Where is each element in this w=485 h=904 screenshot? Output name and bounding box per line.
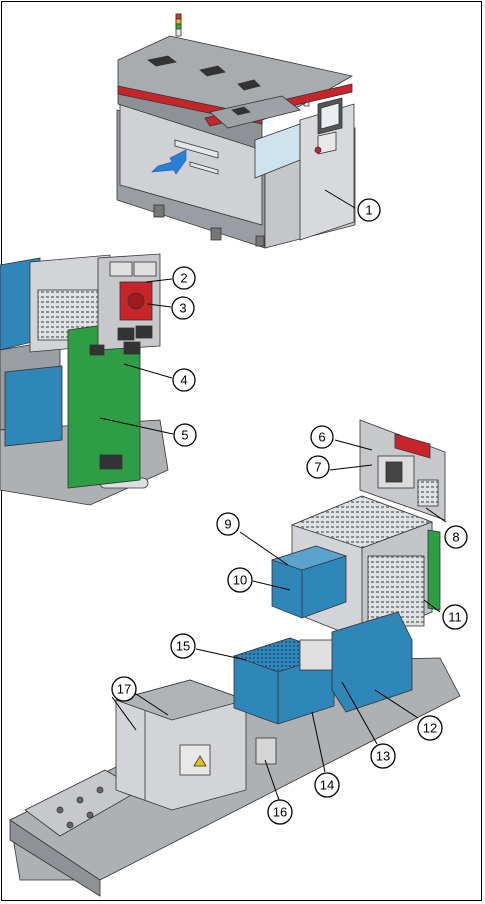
callout-6-label: 6 xyxy=(318,430,325,445)
callout-4-label: 4 xyxy=(180,373,187,388)
callout-16-label: 16 xyxy=(273,805,287,820)
callout-11: 11 xyxy=(443,605,467,629)
callout-8: 8 xyxy=(445,526,467,548)
callout-10-label: 10 xyxy=(233,573,247,588)
callout-10: 10 xyxy=(228,568,252,592)
callout-8-label: 8 xyxy=(452,530,459,545)
callout-3-label: 3 xyxy=(179,301,186,316)
callout-9: 9 xyxy=(217,513,239,535)
callout-14: 14 xyxy=(315,773,339,797)
callout-7-label: 7 xyxy=(314,460,321,475)
callout-5-label: 5 xyxy=(181,428,188,443)
callout-4: 4 xyxy=(173,369,195,391)
callout-15: 15 xyxy=(171,634,195,658)
callout-7: 7 xyxy=(307,456,329,478)
callout-2: 2 xyxy=(173,267,195,289)
callout-12-label: 12 xyxy=(423,721,437,736)
callout-5: 5 xyxy=(174,424,196,446)
callout-15-label: 15 xyxy=(176,639,190,654)
callout-9-label: 9 xyxy=(224,517,231,532)
machine-illustration xyxy=(117,14,355,248)
callout-16: 16 xyxy=(268,800,292,824)
callout-17: 17 xyxy=(112,677,136,701)
callout-1-label: 1 xyxy=(365,203,372,218)
callout-13-label: 13 xyxy=(376,749,390,764)
callout-12: 12 xyxy=(418,716,442,740)
callout-11-label: 11 xyxy=(448,610,462,625)
callout-17-label: 17 xyxy=(117,682,131,697)
callout-2-label: 2 xyxy=(180,271,187,286)
callout-1: 1 xyxy=(358,199,380,221)
callout-14-label: 14 xyxy=(320,778,334,793)
callout-6: 6 xyxy=(311,426,333,448)
callout-3: 3 xyxy=(172,297,194,319)
cabinet-cutaway-illustration xyxy=(0,254,168,505)
callout-13: 13 xyxy=(371,744,395,768)
